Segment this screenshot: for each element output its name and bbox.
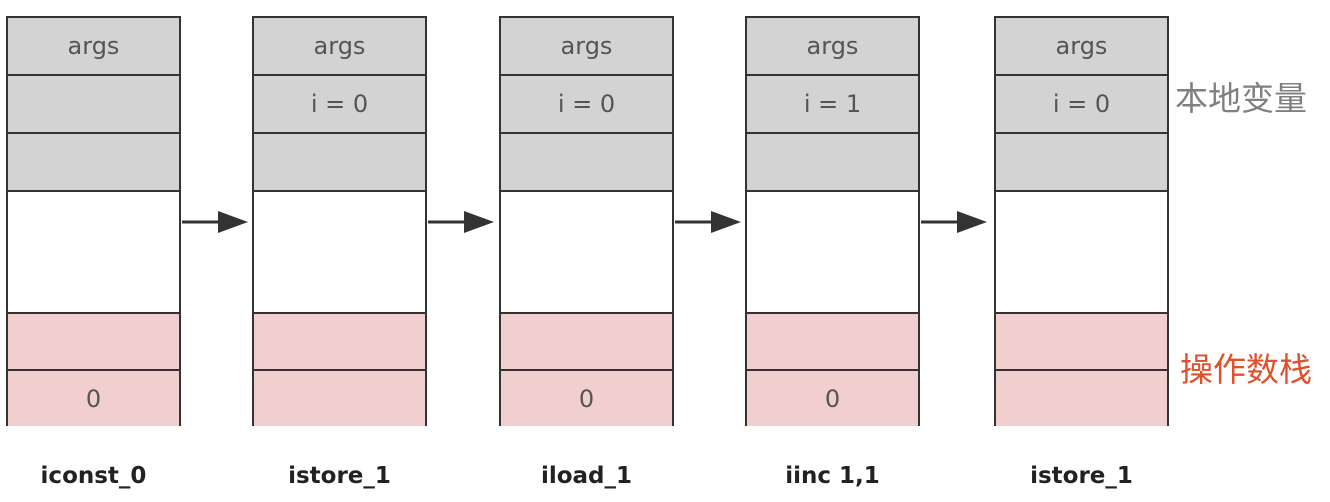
frame-2: args i = 0 0 [499,16,674,426]
frame-gap [747,192,918,314]
stack-slot-1: 0 [501,371,672,426]
stack-slot-1 [996,371,1167,426]
frame-4: args i = 0 [994,16,1169,426]
local-slot-1: i = 0 [254,76,425,134]
arrow-right-icon [921,211,987,233]
local-slot-0: args [8,18,179,76]
instruction-label: iconst_0 [40,463,147,489]
local-slot-2 [501,134,672,192]
stack-slot-0 [501,314,672,371]
local-slot-0: args [747,18,918,76]
local-slot-1: i = 0 [501,76,672,134]
instruction-label: istore_1 [1030,463,1133,489]
instruction-label: istore_1 [288,463,391,489]
stack-slot-1 [254,371,425,426]
frame-0: args 0 [6,16,181,426]
stack-slot-1: 0 [747,371,918,426]
local-slot-1: i = 1 [747,76,918,134]
frame-gap [8,192,179,314]
arrow-right-icon [675,211,741,233]
frame-gap [254,192,425,314]
frame-3: args i = 1 0 [745,16,920,426]
stack-slot-1: 0 [8,371,179,426]
local-slot-2 [747,134,918,192]
frame-1: args i = 0 [252,16,427,426]
operand-stack-label: 操作数栈 [1180,350,1312,389]
stack-slot-0 [747,314,918,371]
local-variables-label: 本地变量 [1175,79,1307,118]
local-slot-0: args [996,18,1167,76]
local-slot-0: args [501,18,672,76]
stack-slot-0 [996,314,1167,371]
local-slot-2 [996,134,1167,192]
frame-gap [501,192,672,314]
arrow-right-icon [428,211,494,233]
stack-slot-0 [8,314,179,371]
local-slot-2 [254,134,425,192]
instruction-label: iload_1 [540,463,633,489]
frame-gap [996,192,1167,314]
local-slot-1 [8,76,179,134]
instruction-label: iinc 1,1 [785,463,880,489]
local-slot-0: args [254,18,425,76]
stack-slot-0 [254,314,425,371]
local-slot-1: i = 0 [996,76,1167,134]
local-slot-2 [8,134,179,192]
arrow-right-icon [182,211,248,233]
